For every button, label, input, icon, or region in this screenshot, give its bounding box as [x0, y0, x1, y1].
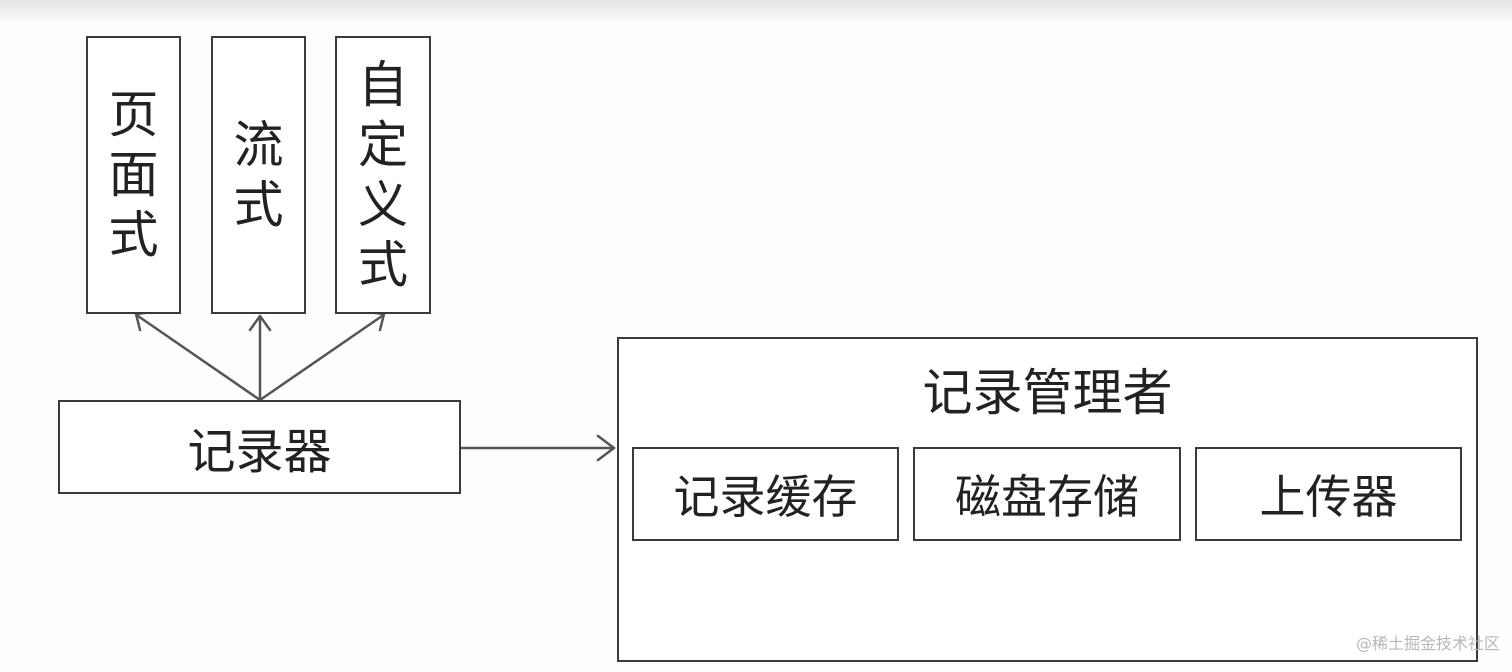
component-record-cache: 记录缓存 — [632, 447, 899, 541]
output-box-page-style-label: 页面式 — [108, 86, 159, 264]
arrow-to-page-style — [136, 314, 262, 402]
component-disk-storage-label: 磁盘存储 — [955, 470, 1139, 524]
recorder-label: 记录器 — [187, 424, 332, 480]
component-uploader-label: 上传器 — [1259, 470, 1398, 524]
output-box-stream-style: 流式 — [211, 36, 306, 314]
top-shade — [0, 0, 1512, 22]
component-uploader: 上传器 — [1195, 447, 1462, 541]
output-box-custom-style-label: 自定义式 — [358, 56, 408, 294]
arrowhead-stream-style — [248, 314, 272, 332]
component-disk-storage: 磁盘存储 — [913, 447, 1181, 541]
output-box-custom-style: 自定义式 — [335, 36, 431, 314]
recorder-box: 记录器 — [58, 400, 461, 494]
record-manager-title: 记录管理者 — [922, 364, 1173, 422]
component-record-cache-label: 记录缓存 — [673, 470, 858, 524]
watermark: @稀土掘金技术社区 — [1355, 634, 1500, 653]
arrow-to-custom-style — [258, 314, 384, 402]
arrowhead-manager — [596, 434, 616, 462]
output-box-stream-style-label: 流式 — [233, 116, 284, 234]
output-box-page-style: 页面式 — [86, 36, 181, 314]
